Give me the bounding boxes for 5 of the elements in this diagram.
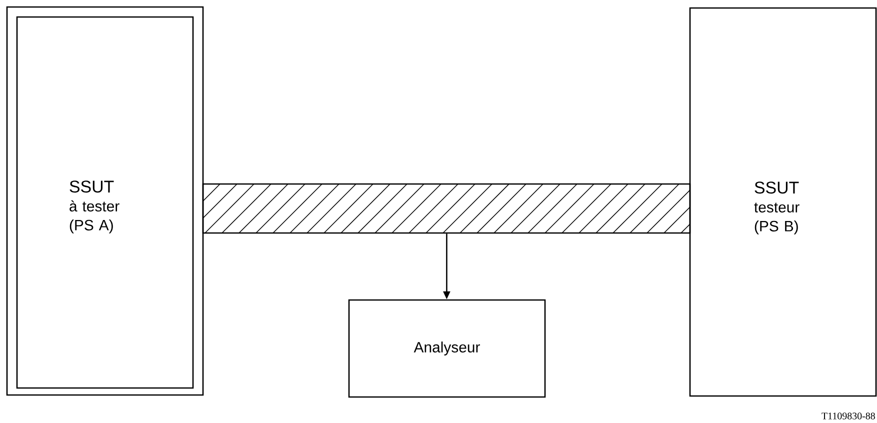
station-box: SSUT testeur (PS B)	[689, 7, 877, 397]
station-box: SSUT à tester (PS A)	[6, 6, 204, 396]
station-box: Analyseur	[348, 299, 546, 398]
hatched-link-bar	[202, 183, 691, 234]
figure-number: T1109830-88	[822, 412, 875, 420]
